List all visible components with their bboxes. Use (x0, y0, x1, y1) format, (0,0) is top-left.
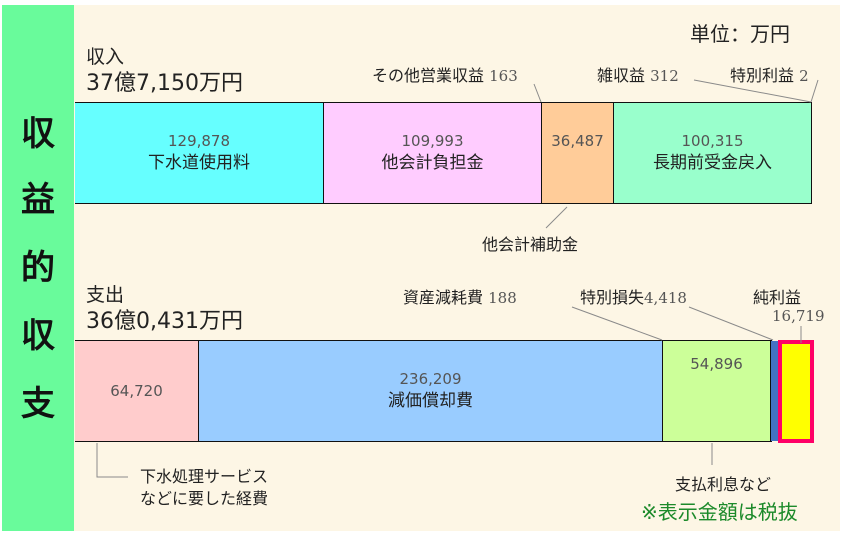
segment-value: 236,209 (399, 370, 462, 388)
callout-value: 16,719 (772, 307, 825, 325)
callout-other-account-subsidy: 他会計補助金 (482, 235, 579, 254)
callout-value: 188 (488, 289, 517, 307)
title-char: 的 (21, 248, 55, 288)
callout-value: 163 (489, 67, 518, 85)
callout-net-profit-label: 純利益 (753, 288, 802, 307)
segment-value: 109,993 (401, 132, 464, 150)
expense-bar: 64,720 236,209 減価償却費 54,896 (75, 340, 778, 442)
callout-value: 2 (799, 67, 809, 85)
segment-name: 長期前受金戻入 (653, 153, 772, 173)
segment-other-account-burden: 109,993 他会計負担金 (324, 103, 542, 203)
segment-value: 54,896 (690, 355, 743, 373)
expense-total: 36億0,431万円 (86, 309, 243, 334)
segment-net-profit (778, 340, 814, 443)
segment-value: 36,487 (551, 132, 604, 150)
title-char: 収 (21, 316, 55, 356)
side-title-band: 収 益 的 収 支 (2, 5, 74, 531)
segment-long-term-advance-reversal: 100,315 長期前受金戻入 (614, 103, 812, 203)
income-bar: 129,878 下水道使用料 109,993 他会計負担金 36,487 100… (75, 102, 812, 204)
chart-panel (2, 5, 840, 531)
expense-label: 支出 (86, 284, 125, 306)
callout-interest: 支払利息など (675, 475, 772, 494)
segment-name: 他会計負担金 (381, 153, 484, 173)
segment-name: 下水道使用料 (148, 153, 250, 173)
segment-operating-cost: 64,720 (75, 341, 199, 441)
segment-value: 129,878 (167, 132, 231, 150)
segment-interest: 54,896 (663, 341, 771, 441)
callout-other-operating-revenue: その他営業収益 163 (372, 62, 518, 86)
segment-value: 64,720 (110, 382, 163, 400)
title-char: 益 (21, 180, 55, 220)
callout-operating-cost: 下水処理サービス などに要した経費 (140, 466, 268, 510)
unit-label: 単位：万円 (690, 22, 790, 46)
title-char: 支 (21, 384, 55, 424)
title-char: 収 (21, 114, 55, 154)
callout-misc-revenue: 雑収益 312 (597, 62, 679, 86)
income-total: 37億7,150万円 (86, 71, 243, 96)
callout-special-profit: 特別利益 2 (730, 62, 809, 86)
segment-sewer-usage-fee: 129,878 下水道使用料 (75, 103, 324, 203)
callout-asset-depletion: 資産減耗費 188 (403, 284, 517, 308)
callout-name: 特別利益 (730, 66, 795, 85)
callout-line: などに要した経費 (140, 489, 269, 508)
callout-value: 4,418 (644, 289, 687, 307)
segment-name: 減価償却費 (388, 391, 473, 411)
callout-name: 特別損失 (580, 288, 645, 307)
callout-name: 資産減耗費 (403, 288, 484, 307)
segment-depreciation: 236,209 減価償却費 (199, 341, 663, 441)
tax-note: ※表示金額は税抜 (641, 500, 798, 524)
segment-special-loss (771, 341, 778, 441)
callout-special-loss: 特別損失4,418 (580, 284, 687, 308)
callout-name: その他営業収益 (372, 66, 485, 85)
segment-value: 100,315 (681, 132, 744, 150)
callout-net-profit-value: 16,719 (772, 306, 825, 325)
income-label: 収入 (86, 46, 125, 68)
callout-value: 312 (650, 67, 679, 85)
callout-name: 雑収益 (597, 66, 646, 85)
segment-other-account-subsidy: 36,487 (542, 103, 614, 203)
callout-line: 下水処理サービス (140, 467, 269, 486)
